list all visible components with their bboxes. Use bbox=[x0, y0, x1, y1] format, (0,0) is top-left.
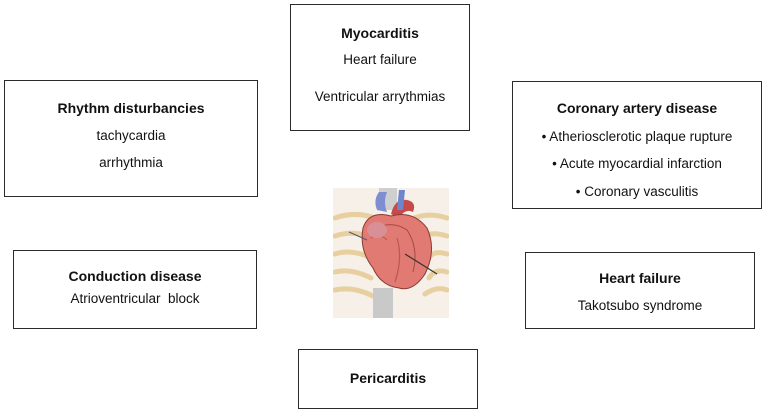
conduction-disease-box: Conduction disease Atrioventricular bloc… bbox=[13, 250, 257, 329]
coronary-item: • Coronary vasculitis bbox=[575, 184, 699, 200]
pericarditis-box: Pericarditis bbox=[298, 349, 478, 409]
conduction-title: Conduction disease bbox=[68, 268, 202, 284]
heart-failure-title: Heart failure bbox=[599, 270, 681, 286]
coronary-title: Coronary artery disease bbox=[556, 100, 718, 116]
coronary-item: • Atheriosclerotic plaque rupture bbox=[541, 128, 733, 144]
coronary-item: • Acute myocardial infarction bbox=[552, 155, 722, 171]
heart-anatomy-icon bbox=[333, 188, 449, 318]
myocarditis-box: Myocarditis Heart failure Ventricular ar… bbox=[290, 4, 470, 131]
heart-failure-item: Takotsubo syndrome bbox=[577, 297, 703, 313]
pericarditis-title: Pericarditis bbox=[349, 370, 427, 386]
rhythm-title: Rhythm disturbancies bbox=[57, 100, 205, 116]
rhythm-item: arrhythmia bbox=[99, 154, 163, 170]
myocarditis-title: Myocarditis bbox=[341, 25, 419, 41]
rhythm-item: tachycardia bbox=[96, 127, 166, 143]
heart-failure-box: Heart failure Takotsubo syndrome bbox=[525, 252, 755, 329]
myocarditis-item: Ventricular arrythmias bbox=[314, 88, 446, 104]
coronary-artery-disease-box: Coronary artery disease • Atheriosclerot… bbox=[512, 81, 762, 209]
myocarditis-item: Heart failure bbox=[343, 51, 417, 67]
conduction-item: Atrioventricular block bbox=[70, 290, 200, 306]
rhythm-disturbancies-box: Rhythm disturbancies tachycardia arrhyth… bbox=[4, 80, 258, 197]
